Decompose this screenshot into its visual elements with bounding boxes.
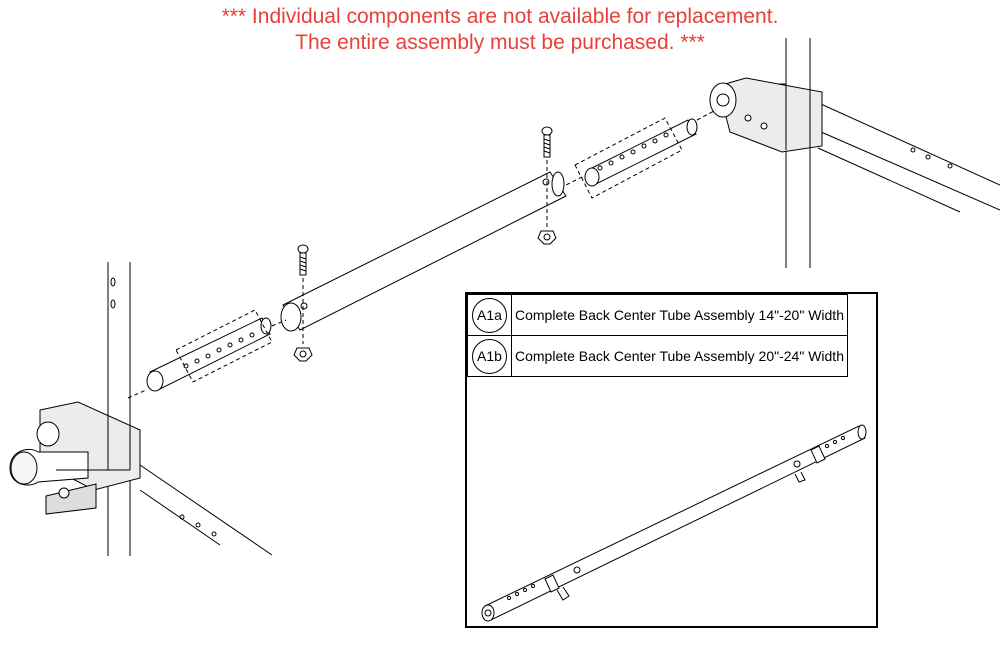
left-bolt (293, 244, 313, 362)
parts-legend: A1a Complete Back Center Tube Assembly 1… (465, 292, 878, 628)
part-description: Complete Back Center Tube Assembly 20"-2… (511, 335, 848, 377)
left-frame (107, 262, 273, 556)
table-row: A1b Complete Back Center Tube Assembly 2… (467, 335, 848, 377)
part-id-cell: A1b (467, 335, 512, 377)
left-insert-tube (127, 309, 287, 399)
part-id-badge: A1a (472, 297, 507, 333)
right-clamp-bracket (709, 77, 823, 153)
part-description: Complete Back Center Tube Assembly 14"-2… (511, 294, 848, 336)
warning-line-1: *** Individual components are not availa… (221, 5, 779, 28)
left-clamp-bracket (9, 401, 141, 515)
right-insert-tube (559, 109, 717, 199)
part-id-cell: A1a (467, 294, 512, 336)
right-frame (735, 38, 1000, 268)
part-id-badge: A1b (472, 338, 507, 374)
center-tube (280, 171, 567, 332)
warning-line-2: The entire assembly must be purchased. *… (295, 31, 705, 54)
assembly-thumbnail (481, 424, 867, 622)
parts-table: A1a Complete Back Center Tube Assembly 1… (467, 294, 848, 377)
right-bolt (537, 126, 557, 245)
table-row: A1a Complete Back Center Tube Assembly 1… (467, 294, 848, 336)
